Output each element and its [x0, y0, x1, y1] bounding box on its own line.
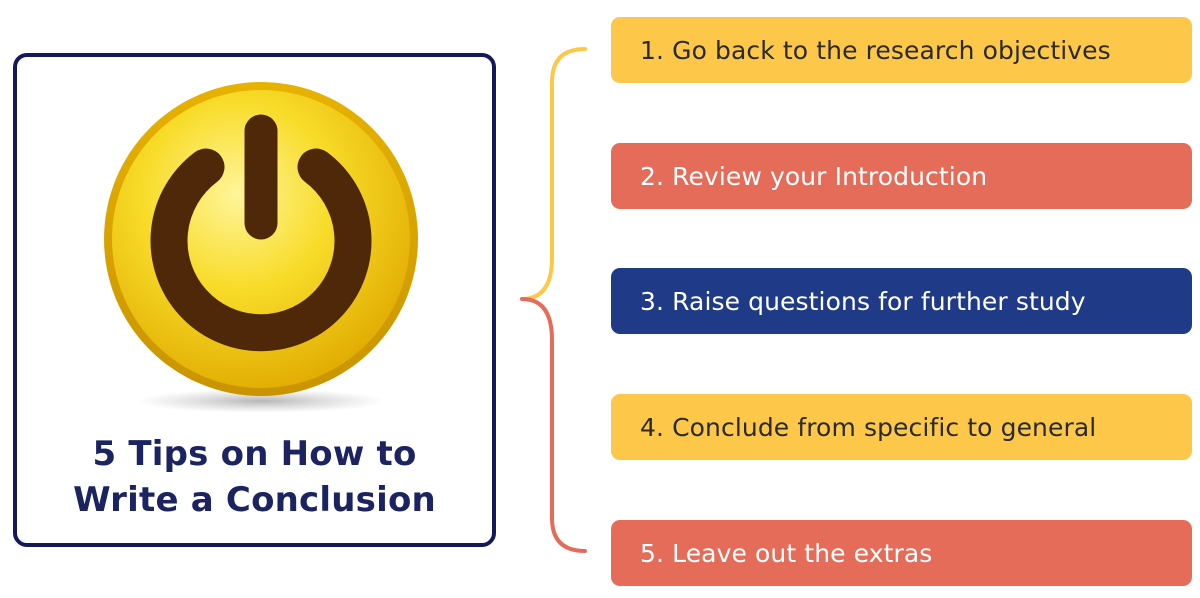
- tip-item-4: 4. Conclude from specific to general: [611, 394, 1192, 460]
- tip-item-3: 3. Raise questions for further study: [611, 268, 1192, 334]
- tip-item-5: 5. Leave out the extras: [611, 520, 1192, 586]
- title-card: 5 Tips on How to Write a Conclusion: [13, 53, 496, 547]
- title-line-2: Write a Conclusion: [73, 480, 436, 520]
- power-button-icon: [104, 82, 418, 413]
- tip-label-2: 2. Review your Introduction: [640, 161, 988, 191]
- tip-label-3: 3. Raise questions for further study: [640, 286, 1086, 316]
- tip-label-4: 4. Conclude from specific to general: [640, 412, 1097, 442]
- title-line-1: 5 Tips on How to: [92, 434, 417, 474]
- tip-item-1: 1. Go back to the research objectives: [611, 17, 1192, 83]
- tip-label-1: 1. Go back to the research objectives: [640, 35, 1111, 65]
- tip-label-5: 5. Leave out the extras: [640, 538, 933, 568]
- diagram-title: 5 Tips on How to Write a Conclusion: [17, 431, 492, 523]
- curly-brace-connector: [520, 47, 587, 553]
- tip-item-2: 2. Review your Introduction: [611, 143, 1192, 209]
